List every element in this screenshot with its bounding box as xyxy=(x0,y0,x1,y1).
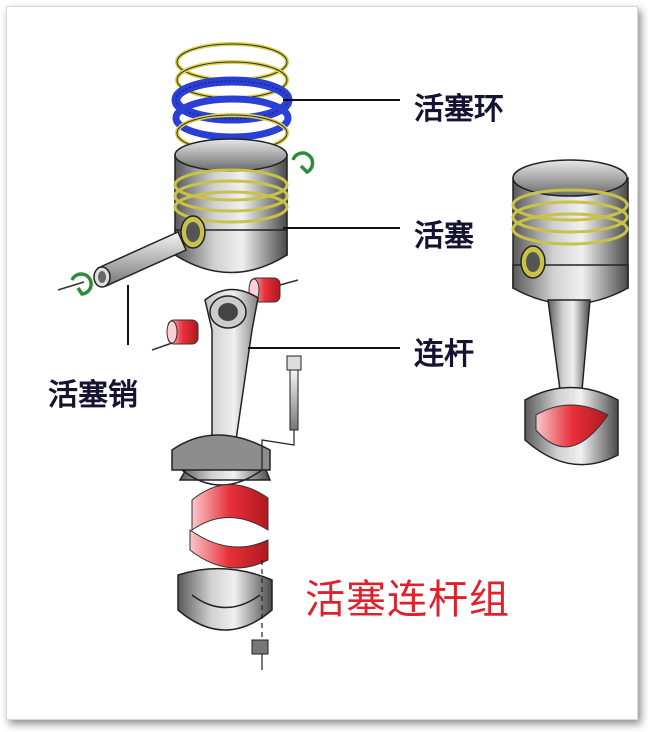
assembled-piston-rod xyxy=(511,159,629,466)
small-end-bushing-left xyxy=(151,319,199,351)
big-end-bearing-lower xyxy=(189,529,269,569)
rod-cap xyxy=(177,560,273,670)
big-end-bearing-upper xyxy=(191,484,269,531)
leader-lines xyxy=(248,99,400,349)
clip-left xyxy=(57,272,93,296)
label-piston-ring: 活塞环 xyxy=(414,92,504,127)
piston-rings xyxy=(171,42,293,153)
piston-pin xyxy=(93,231,187,345)
label-piston-pin: 活塞销 xyxy=(48,378,138,413)
small-end-bushing-right xyxy=(248,277,299,303)
piston xyxy=(173,138,289,274)
rod-bolt xyxy=(261,355,302,470)
connecting-rod xyxy=(171,288,272,486)
label-piston: 活塞 xyxy=(414,219,474,254)
label-connecting-rod: 连杆 xyxy=(414,337,474,372)
diagram-title: 活塞连杆组 xyxy=(305,577,510,623)
clip-right xyxy=(291,151,315,175)
diagram-frame xyxy=(6,6,638,720)
